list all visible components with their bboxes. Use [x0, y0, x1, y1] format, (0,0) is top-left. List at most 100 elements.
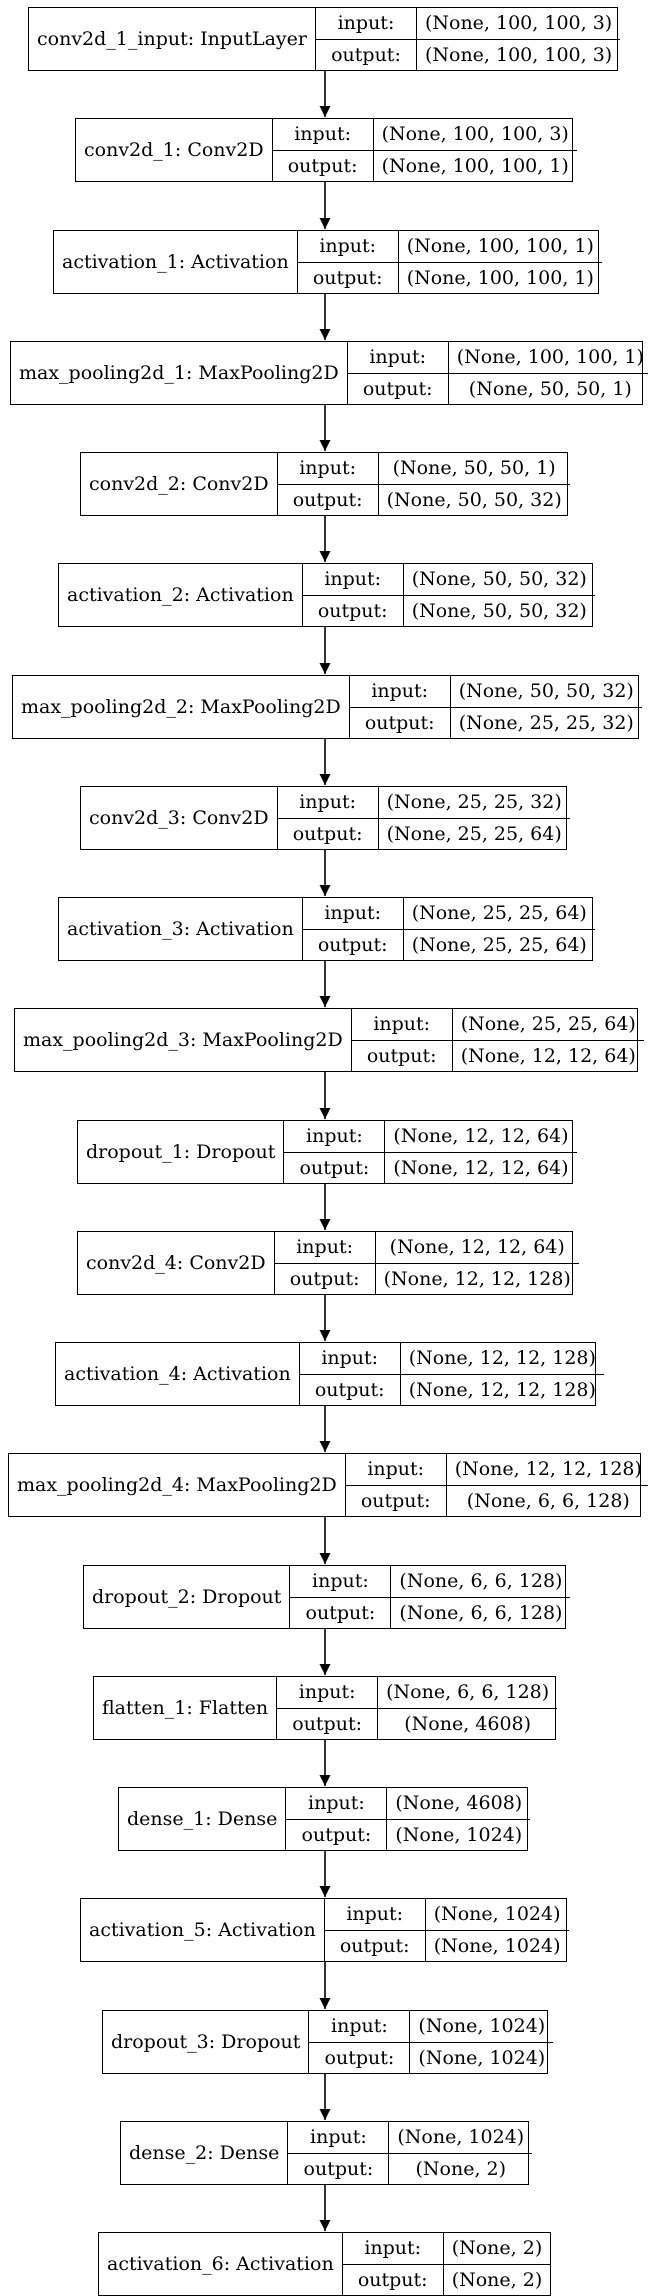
- output-shape: (None, 12, 12, 128): [383, 1267, 571, 1290]
- io-value-column: (None, 1024)(None, 1024): [425, 1899, 569, 1961]
- output-label: output:: [301, 1823, 372, 1846]
- layer-name: flatten_1: Flatten: [94, 1677, 278, 1739]
- input-shape: (None, 4608): [387, 1788, 531, 1820]
- io-value-column: (None, 50, 50, 32)(None, 50, 50, 32): [403, 564, 595, 626]
- io-label-column: input: output:: [309, 2011, 411, 2073]
- io-value-column: (None, 100, 100, 3) (None, 100, 100, 1): [373, 119, 577, 181]
- layer-name: activation_3: Activation: [59, 898, 303, 960]
- output-shape: (None, 50, 50, 32): [386, 488, 562, 511]
- input-shape: (None, 12, 12, 64): [385, 1121, 577, 1153]
- output-shape: (None, 100, 100, 1): [381, 154, 569, 177]
- output-shape: (None, 4608): [404, 1712, 532, 1735]
- io-value-column: (None, 6, 6, 128) (None, 4608): [378, 1677, 558, 1739]
- input-shape: (None, 25, 25, 64): [452, 1009, 644, 1041]
- output-shape: (None, 25, 25, 32): [458, 711, 634, 734]
- output-label: output:: [339, 1934, 410, 1957]
- layer-name: activation_4: Activation: [56, 1343, 300, 1405]
- layer-name: max_pooling2d_3: MaxPooling2D: [15, 1009, 352, 1071]
- layer-name: max_pooling2d_2: MaxPooling2D: [13, 676, 350, 738]
- io-value-column: (None, 100, 100, 1)(None, 50, 50, 1): [448, 342, 648, 404]
- io-label-column: input:output:: [277, 1677, 379, 1739]
- input-shape: (None, 50, 50, 32): [403, 564, 595, 596]
- io-label-column: input:output:: [286, 1788, 388, 1850]
- input-label: input:: [284, 1121, 385, 1153]
- input-shape: (None, 12, 12, 128): [446, 1454, 648, 1486]
- output-shape: (None, 12, 12, 64): [460, 1044, 636, 1067]
- io-value-column: (None, 6, 6, 128)(None, 6, 6, 128): [391, 1566, 571, 1628]
- output-label: output:: [331, 43, 401, 66]
- input-label: input:: [315, 8, 416, 40]
- io-value-column: (None, 25, 25, 64) (None, 12, 12, 64): [452, 1009, 644, 1071]
- input-shape: (None, 12, 12, 64): [375, 1232, 579, 1264]
- input-shape: (None, 2): [443, 2233, 551, 2265]
- layer-name: conv2d_4: Conv2D: [78, 1232, 275, 1294]
- io-label-column: input:output:: [302, 898, 404, 960]
- io-value-column: (None, 12, 12, 64) (None, 12, 12, 128): [375, 1232, 579, 1294]
- io-value-column: (None, 50, 50, 32)(None, 25, 25, 32): [450, 676, 642, 738]
- output-label: output:: [312, 266, 383, 289]
- output-shape: (None, 25, 25, 64): [386, 822, 562, 845]
- input-label: input:: [302, 898, 403, 930]
- io-value-column: (None, 100, 100, 1) (None, 100, 100, 1): [398, 231, 602, 293]
- input-shape: (None, 25, 25, 32): [378, 787, 570, 819]
- output-label: output:: [299, 1156, 370, 1179]
- io-value-column: (None, 12, 12, 128)(None, 6, 6, 128): [446, 1454, 648, 1516]
- input-label: input:: [342, 2233, 443, 2265]
- input-label: input:: [277, 453, 378, 485]
- layer-name: activation_1: Activation: [54, 231, 298, 293]
- io-value-column: (None, 12, 12, 128)(None, 12, 12, 128): [400, 1343, 604, 1405]
- output-shape: (None, 100, 100, 1): [406, 266, 594, 289]
- input-label: input:: [272, 119, 373, 151]
- input-label: input:: [347, 342, 448, 374]
- output-shape: (None, 1024): [395, 1823, 523, 1846]
- input-shape: (None, 1024): [389, 2122, 533, 2154]
- output-shape: (None, 2): [451, 2268, 543, 2291]
- io-label-column: input:output:: [290, 1566, 392, 1628]
- io-value-column: (None, 12, 12, 64)(None, 12, 12, 64): [385, 1121, 577, 1183]
- output-label: output:: [362, 377, 433, 400]
- input-label: input:: [297, 231, 398, 263]
- output-label: output:: [324, 2046, 395, 2069]
- input-label: input:: [324, 1899, 425, 1931]
- input-label: input:: [349, 676, 450, 708]
- io-label-column: input: output:: [297, 231, 399, 293]
- io-label-column: input:output:: [351, 1009, 453, 1071]
- io-value-column: (None, 100, 100, 3)(None, 100, 100, 3): [416, 8, 621, 70]
- input-shape: (None, 1024): [425, 1899, 569, 1931]
- input-label: input:: [288, 2122, 389, 2154]
- output-shape: (None, 25, 25, 64): [411, 933, 587, 956]
- input-shape: (None, 25, 25, 64): [403, 898, 595, 930]
- output-label: output:: [357, 2268, 428, 2291]
- input-label: input:: [302, 564, 403, 596]
- io-label-column: input:output:: [288, 2122, 390, 2184]
- output-label: output:: [292, 1712, 362, 1735]
- io-value-column: (None, 1024)(None, 1024): [410, 2011, 554, 2073]
- layer-name: dropout_1: Dropout: [78, 1121, 285, 1183]
- output-shape: (None, 12, 12, 128): [408, 1378, 596, 1401]
- io-label-column: input: output:: [347, 342, 449, 404]
- input-shape: (None, 100, 100, 1): [398, 231, 602, 263]
- io-value-column: (None, 50, 50, 1)(None, 50, 50, 32): [378, 453, 570, 515]
- layer-name: conv2d_3: Conv2D: [81, 787, 278, 849]
- input-label: input:: [309, 2011, 410, 2043]
- input-shape: (None, 6, 6, 128): [378, 1677, 558, 1709]
- input-shape: (None, 100, 100, 3): [373, 119, 577, 151]
- input-shape: (None, 100, 100, 1): [448, 342, 648, 374]
- input-label: input:: [290, 1566, 391, 1598]
- io-label-column: input: output:: [315, 8, 417, 70]
- input-shape: (None, 6, 6, 128): [391, 1566, 571, 1598]
